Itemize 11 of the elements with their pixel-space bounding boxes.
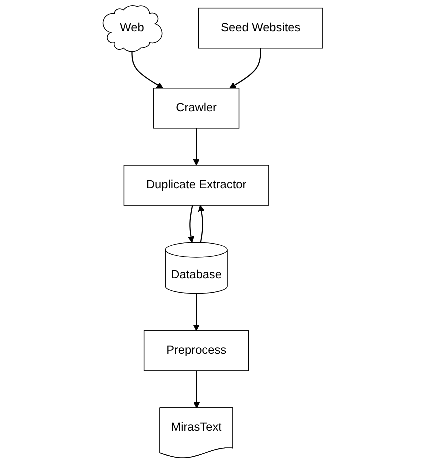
arrow xyxy=(230,48,262,89)
node-box: Preprocess xyxy=(144,330,250,372)
node-box: Duplicate Extractor xyxy=(124,165,270,206)
arrow xyxy=(193,370,200,409)
arrow xyxy=(193,128,200,166)
arrow xyxy=(188,205,194,243)
arrow xyxy=(132,51,164,89)
arrow xyxy=(193,294,200,332)
arrow xyxy=(198,205,205,243)
node-box: Seed Websites xyxy=(198,8,324,49)
node-box: Crawler xyxy=(153,88,240,129)
